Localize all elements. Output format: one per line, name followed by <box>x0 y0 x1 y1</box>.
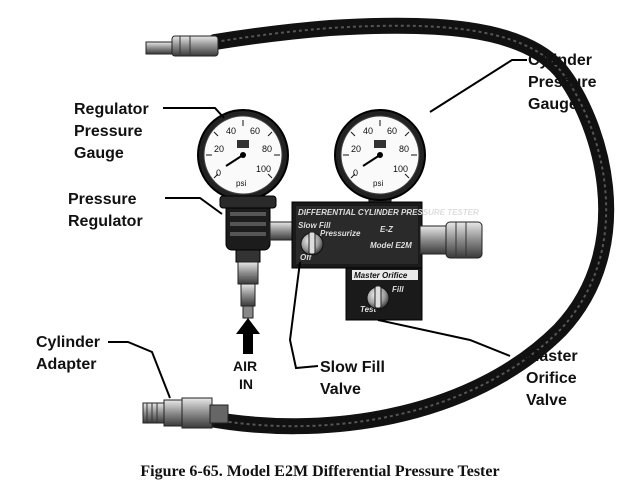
label-text: Regulator <box>68 213 143 230</box>
gauge2-label-20: 20 <box>351 144 361 154</box>
label-regulator-pressure-gauge: Regulator Pressure Gauge <box>74 101 149 162</box>
label-text: Slow Fill <box>320 359 385 376</box>
gauge2-unit: psi <box>373 179 383 188</box>
label-text: Adapter <box>36 356 96 373</box>
label-text: Cylinder <box>36 334 100 351</box>
label-text: IN <box>239 376 253 392</box>
panel-title: DIFFERENTIAL CYLINDER PRESSURE TESTER <box>298 208 479 217</box>
label-text: Gauge <box>74 145 124 162</box>
label-text: Regulator <box>74 101 149 118</box>
cylinder-adapter-fitting <box>142 397 229 429</box>
panel-fill-label: Fill <box>392 285 404 294</box>
label-text: Pressure <box>68 191 137 208</box>
label-text: Master <box>526 348 578 365</box>
master-orifice-valve[interactable] <box>366 285 390 310</box>
leader-lines <box>108 59 527 399</box>
label-text: Valve <box>526 392 567 409</box>
label-text: Gauge <box>528 96 578 113</box>
gauge-label-40: 40 <box>226 126 236 136</box>
label-slow-fill-valve: Slow Fill Valve <box>320 359 385 398</box>
pressure-regulator <box>219 195 293 319</box>
label-master-orifice-valve: Master Orifice Valve <box>526 348 578 409</box>
panel-pressurize-label: Pressurize <box>320 229 361 238</box>
gauge2-label-40: 40 <box>363 126 373 136</box>
gauge-unit: psi <box>236 179 246 188</box>
label-text: Pressure <box>528 74 597 91</box>
figure-caption: Figure 6-65. Model E2M Differential Pres… <box>140 463 499 480</box>
gauge-label-20: 20 <box>214 144 224 154</box>
panel-off-label: Off <box>300 253 313 262</box>
label-cylinder-pressure-gauge: Cylinder Pressure Gauge <box>528 52 597 113</box>
gauge-label-0: 0 <box>216 168 221 178</box>
label-text: Pressure <box>74 123 143 140</box>
body-quick-coupler <box>419 221 483 259</box>
label-text: Cylinder <box>528 52 592 69</box>
label-cylinder-adapter: Cylinder Adapter <box>36 334 100 373</box>
gauge2-label-60: 60 <box>387 126 397 136</box>
panel-test-label: Test <box>360 305 376 314</box>
air-in-arrow <box>236 318 260 354</box>
hose-quick-connect-fitting <box>145 35 219 57</box>
slow-fill-valve[interactable] <box>300 231 324 256</box>
gauge-label-80: 80 <box>262 144 272 154</box>
gauge-label-100: 100 <box>256 164 271 174</box>
panel-slow-fill-label: Slow Fill <box>298 221 331 230</box>
label-text: Orifice <box>526 370 577 387</box>
label-pressure-regulator: Pressure Regulator <box>68 191 143 230</box>
gauge-label-60: 60 <box>250 126 260 136</box>
label-air-in: AIR IN <box>233 358 257 392</box>
gauge2-label-100: 100 <box>393 164 408 174</box>
panel-brand: E-Z <box>380 225 394 234</box>
cylinder-pressure-gauge: 0 20 40 60 80 100 psi <box>334 109 426 213</box>
label-text: AIR <box>233 358 257 374</box>
air-hose <box>197 17 615 435</box>
gauge2-label-0: 0 <box>353 168 358 178</box>
gauge2-label-80: 80 <box>399 144 409 154</box>
label-text: Valve <box>320 381 361 398</box>
panel-model: Model E2M <box>370 241 412 250</box>
panel-master-orifice-label: Master Orifice <box>354 271 408 280</box>
